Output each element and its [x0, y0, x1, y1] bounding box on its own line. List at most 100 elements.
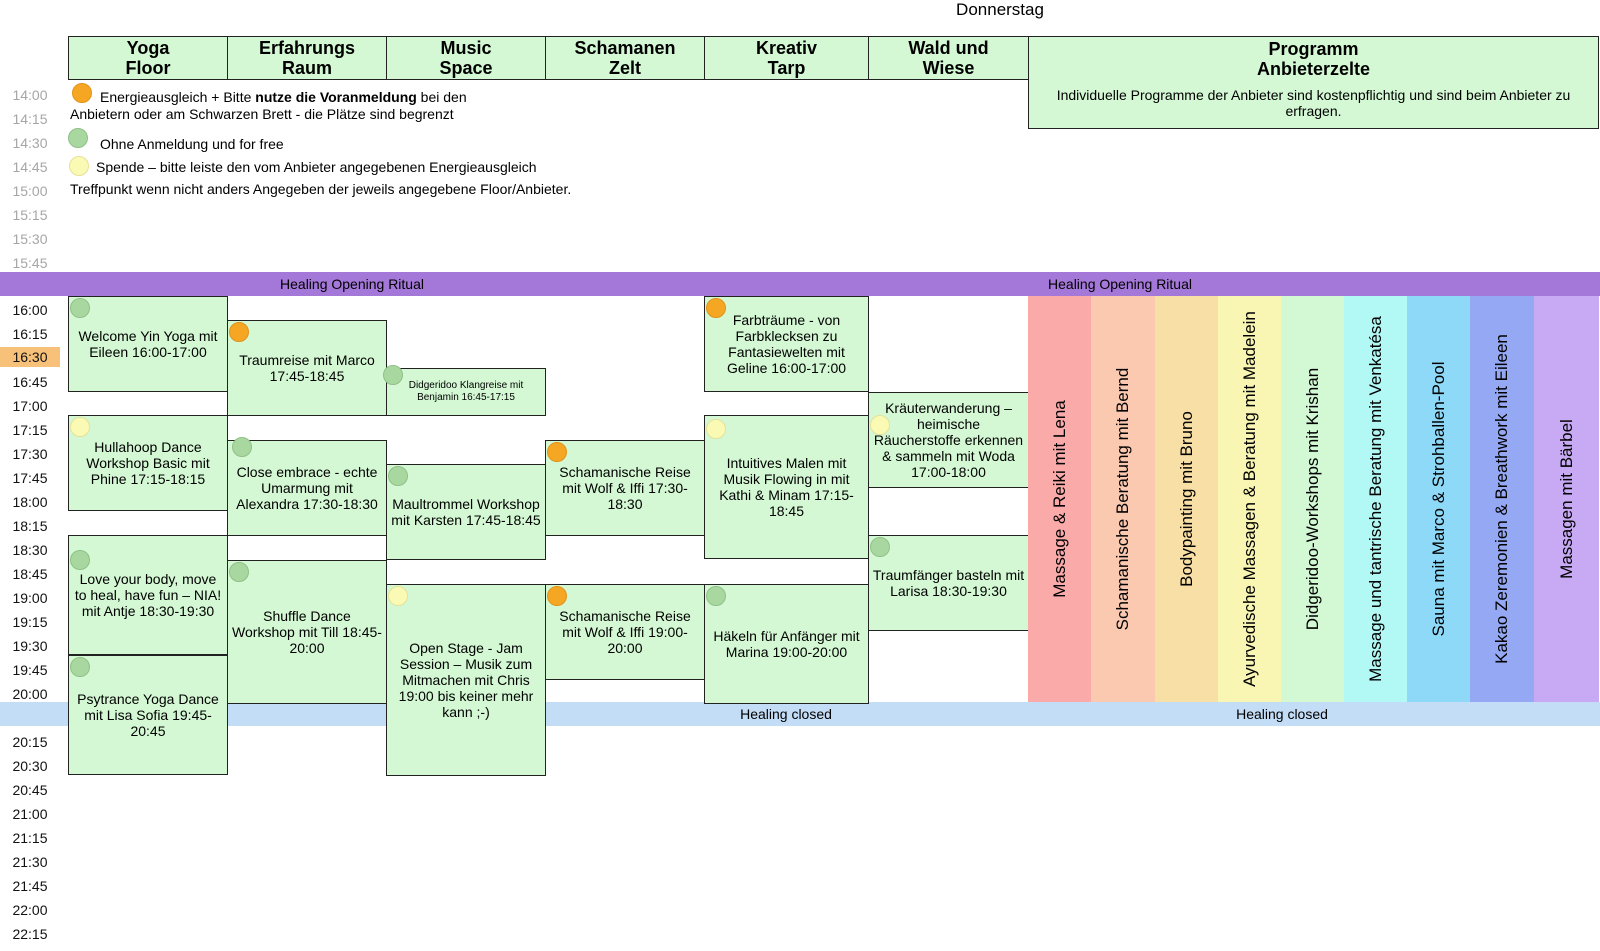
- event-shuffle-dance[interactable]: Shuffle Dance Workshop mit Till 18:45-20…: [227, 560, 387, 704]
- provider-label: Sauna mit Marco & Strohballen-Pool: [1428, 361, 1448, 637]
- time-label: 19:00: [12, 590, 48, 606]
- healing-closed-label-right: Healing closed: [1236, 706, 1328, 722]
- provider-sauna-marco[interactable]: Sauna mit Marco & Strohballen-Pool: [1407, 296, 1470, 702]
- legend-meeting-point: Treffpunkt wenn nicht anders Angegeben d…: [70, 181, 572, 197]
- time-label: 17:45: [12, 470, 48, 486]
- provider-massagen-baerbel[interactable]: Massagen mit Bärbel: [1534, 296, 1599, 702]
- event-text: Open Stage - Jam Session – Musik zum Mit…: [398, 640, 534, 720]
- legend-green-text: Ohne Anmeldung und for free: [100, 136, 284, 152]
- event-welcome-yin-yoga[interactable]: Welcome Yin Yoga mit Eileen 16:00-17:00: [68, 296, 228, 392]
- legend-orange-line2: Anbietern oder am Schwarzen Brett - die …: [70, 106, 454, 122]
- time-label: 14:15: [12, 111, 48, 127]
- event-text: Love your body, move to heal, have fun –…: [74, 571, 222, 619]
- yellow-dot-icon: [70, 417, 90, 437]
- column-header-kreativ-tarp: Kreativ Tarp: [704, 36, 869, 80]
- time-label: 15:00: [12, 183, 48, 199]
- legend-orange-pre: Energieausgleich + Bitte: [100, 89, 256, 105]
- time-label-current: 16:30: [0, 347, 60, 367]
- event-text: Didgeridoo Klangreise mit Benjamin 16:45…: [408, 380, 524, 403]
- time-label: 18:30: [12, 542, 48, 558]
- green-dot-icon: [388, 466, 408, 486]
- column-header-yoga-floor: Yoga Floor: [68, 36, 228, 80]
- legend-orange-bold: nutze die Voranmeldung: [255, 89, 417, 105]
- provider-label: Ayurvedische Massagen & Beratung mit Mad…: [1239, 311, 1259, 687]
- healing-opening-band: Healing Opening Ritual Healing Opening R…: [0, 272, 1600, 296]
- time-label: 21:30: [12, 854, 48, 870]
- time-label: 18:00: [12, 494, 48, 510]
- program-description: Individuelle Programme der Anbieter sind…: [1056, 87, 1571, 119]
- green-dot-icon: [232, 437, 252, 457]
- event-hullahoop-dance[interactable]: Hullahoop Dance Workshop Basic mit Phine…: [68, 415, 228, 511]
- event-traumfaenger[interactable]: Traumfänger basteln mit Larisa 18:30-19:…: [868, 535, 1029, 631]
- orange-dot-icon: [72, 83, 92, 103]
- event-psytrance-yoga-dance[interactable]: Psytrance Yoga Dance mit Lisa Sofia 19:4…: [68, 655, 228, 775]
- green-dot-icon: [383, 365, 403, 385]
- time-label: 16:00: [12, 302, 48, 318]
- provider-label: Massagen mit Bärbel: [1556, 419, 1576, 579]
- time-label: 22:15: [12, 926, 48, 942]
- green-dot-icon: [70, 550, 90, 570]
- green-dot-icon: [706, 586, 726, 606]
- time-label: 15:45: [12, 255, 48, 271]
- time-label: 21:45: [12, 878, 48, 894]
- provider-kakao-zeremonien-eileen[interactable]: Kakao Zeremonien & Breathwork mit Eileen: [1470, 296, 1534, 702]
- green-dot-icon: [70, 298, 90, 318]
- event-close-embrace[interactable]: Close embrace - echte Umarmung mit Alexa…: [227, 437, 387, 536]
- provider-bodypainting-bruno[interactable]: Bodypainting mit Bruno: [1155, 296, 1218, 702]
- time-label: 19:30: [12, 638, 48, 654]
- healing-opening-label-right: Healing Opening Ritual: [1048, 276, 1192, 292]
- time-label: 19:45: [12, 662, 48, 678]
- time-label: 16:15: [12, 326, 48, 342]
- event-traumreise[interactable]: Traumreise mit Marco 17:45-18:45: [227, 320, 387, 416]
- provider-massage-tantrische-venkatesa[interactable]: Massage und tantrische Beratung mit Venk…: [1344, 296, 1407, 702]
- orange-dot-icon: [547, 586, 567, 606]
- event-haekeln[interactable]: Häkeln für Anfänger mit Marina 19:00-20:…: [704, 584, 869, 704]
- event-text: Maultrommel Workshop mit Karsten 17:45-1…: [391, 496, 541, 528]
- time-label: 22:00: [12, 902, 48, 918]
- event-text: Schamanische Reise mit Wolf & Iffi 19:00…: [559, 608, 691, 656]
- time-label: 21:00: [12, 806, 48, 822]
- time-label: 20:45: [12, 782, 48, 798]
- time-label: 17:15: [12, 422, 48, 438]
- legend-yellow-text: Spende – bitte leiste den vom Anbieter a…: [96, 159, 537, 175]
- provider-schamanische-beratung-bernd[interactable]: Schamanische Beratung mit Bernd: [1091, 296, 1155, 702]
- event-text: Close embrace - echte Umarmung mit Alexa…: [236, 464, 378, 512]
- event-intuitives-malen[interactable]: Intuitives Malen mit Musik Flowing in mi…: [704, 415, 869, 559]
- provider-ayurvedische-massagen-madelein[interactable]: Ayurvedische Massagen & Beratung mit Mad…: [1218, 296, 1281, 702]
- event-schamanische-reise-1[interactable]: Schamanische Reise mit Wolf & Iffi 17:30…: [545, 440, 705, 536]
- program-provider-tents: Programm Anbieterzelte Individuelle Prog…: [1028, 36, 1599, 129]
- event-farbtraeume[interactable]: Farbträume - von Farbklecksen zu Fantasi…: [704, 296, 869, 392]
- time-label: 17:00: [12, 398, 48, 414]
- yellow-dot-icon: [706, 419, 726, 439]
- time-label: 15:30: [12, 231, 48, 247]
- event-schamanische-reise-2[interactable]: Schamanische Reise mit Wolf & Iffi 19:00…: [545, 584, 705, 680]
- green-dot-icon: [68, 128, 88, 148]
- event-maultrommel-workshop[interactable]: Maultrommel Workshop mit Karsten 17:45-1…: [386, 464, 546, 560]
- column-header-schamanen-zelt: Schamanen Zelt: [545, 36, 705, 80]
- event-text: Intuitives Malen mit Musik Flowing in mi…: [719, 455, 854, 519]
- provider-massage-reiki-lena[interactable]: Massage & Reiki mit Lena: [1028, 296, 1091, 702]
- event-kraeuterwanderung[interactable]: Kräuterwanderung – heimische Räucherstof…: [868, 392, 1029, 488]
- program-title: Programm Anbieterzelte: [1256, 39, 1371, 79]
- event-text: Welcome Yin Yoga mit Eileen 16:00-17:00: [78, 328, 218, 360]
- event-open-stage-jam[interactable]: Open Stage - Jam Session – Musik zum Mit…: [386, 584, 546, 776]
- time-label: 14:00: [12, 87, 48, 103]
- event-text: Farbträume - von Farbklecksen zu Fantasi…: [726, 312, 847, 376]
- provider-label: Bodypainting mit Bruno: [1176, 411, 1196, 587]
- provider-label: Schamanische Beratung mit Bernd: [1113, 367, 1132, 631]
- time-label: 14:30: [12, 135, 48, 151]
- time-label: 20:00: [12, 686, 48, 702]
- time-label: 19:15: [12, 614, 48, 630]
- event-text: Traumreise mit Marco 17:45-18:45: [239, 352, 375, 384]
- event-text: Schamanische Reise mit Wolf & Iffi 17:30…: [559, 464, 691, 512]
- event-love-your-body-nia[interactable]: Love your body, move to heal, have fun –…: [68, 535, 228, 655]
- provider-label: Didgeridoo-Workshops mit Krishan: [1302, 367, 1322, 631]
- event-didgeridoo-klangreise[interactable]: Didgeridoo Klangreise mit Benjamin 16:45…: [383, 365, 546, 416]
- column-header-music-space: Music Space: [386, 36, 546, 80]
- day-title: Donnerstag: [956, 0, 1044, 19]
- provider-label: Massage und tantrische Beratung mit Venk…: [1365, 316, 1385, 682]
- provider-didgeridoo-workshops-krishan[interactable]: Didgeridoo-Workshops mit Krishan: [1281, 296, 1344, 702]
- time-label: 16:45: [12, 374, 48, 390]
- event-text: Kräuterwanderung – heimische Räucherstof…: [873, 400, 1024, 480]
- yellow-dot-icon: [388, 586, 408, 606]
